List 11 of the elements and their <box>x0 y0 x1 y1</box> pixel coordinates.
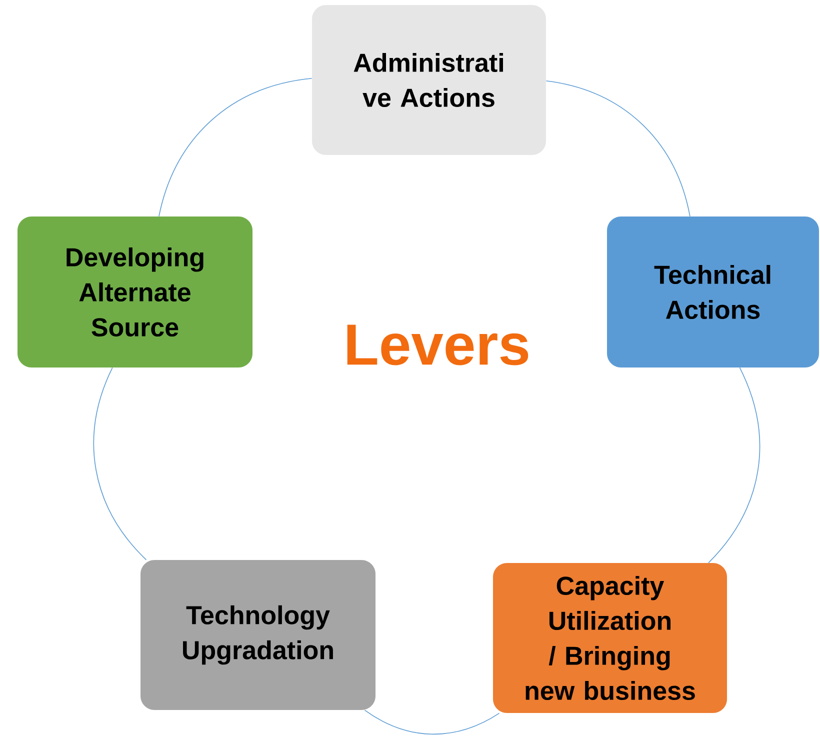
connector-arc <box>546 80 690 217</box>
connector-arc <box>94 367 147 560</box>
process-box: Developing Alternate Source <box>18 216 252 368</box>
connector-arc <box>708 367 760 564</box>
connector-arc <box>158 78 312 217</box>
process-box: Capacity Utilization / Bringing new business <box>493 563 727 713</box>
process-box: Administrati ve Actions <box>312 5 546 155</box>
center-title: Levers <box>347 324 528 366</box>
connector-arc <box>364 710 500 735</box>
process-box: Technology Upgradation <box>140 560 376 710</box>
process-box: Technical Actions <box>607 216 819 368</box>
